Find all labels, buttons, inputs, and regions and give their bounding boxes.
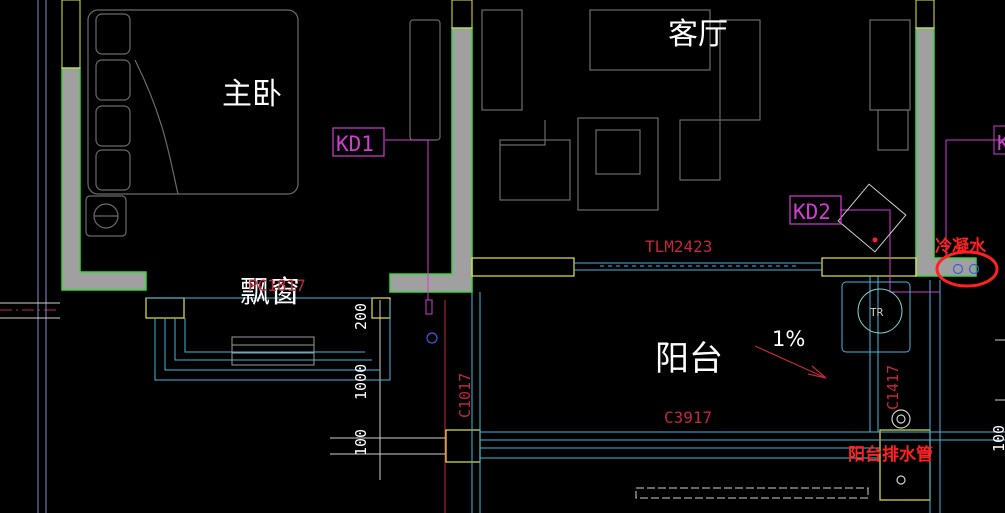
master-bedroom-walls [61, 0, 473, 293]
kd2-label: KD2 [793, 200, 831, 224]
dimension-200: 200 [352, 303, 370, 330]
c1417-label: C1417 [884, 365, 902, 410]
slope-arrow [754, 345, 827, 379]
bay-window-lines [146, 297, 391, 381]
dimension-100: 100 [352, 429, 370, 456]
condensate-annotation: 冷凝水 [935, 236, 987, 257]
slope-label: 1% [772, 327, 805, 351]
tlm2423-label: TLM2423 [645, 237, 712, 256]
bay-window-label: 飘窗 [240, 275, 300, 310]
kd3-label: K [997, 131, 1005, 155]
dimension-1000: 1000 [352, 364, 370, 400]
kd1-label: KD1 [336, 132, 374, 156]
sliding-door-lines [574, 262, 822, 271]
pc1817-label: PC1817 [248, 276, 306, 295]
kd1-tag: KD1 [332, 127, 385, 157]
c3917-label: C3917 [664, 408, 712, 427]
condensate-marker [935, 250, 999, 288]
right-edge-details [993, 125, 1005, 401]
condensate-pipes [385, 139, 1005, 315]
bedroom-furniture [85, 9, 299, 237]
tr-label: TR [870, 306, 884, 319]
dimension-lines [0, 300, 445, 480]
outdoor-unit [426, 183, 911, 485]
c1017-label: C1017 [456, 373, 474, 418]
axis-lines [0, 0, 446, 513]
living-room-furniture [409, 9, 911, 211]
balcony-drain-annotation: 阳台排水管 [848, 444, 933, 465]
balcony-rails [471, 276, 1005, 513]
living-room-label: 客厅 [668, 17, 728, 52]
kd2-tag: KD2 [789, 195, 842, 225]
balcony-label: 阳台 [655, 339, 723, 379]
dimension-right: 100 [990, 425, 1005, 452]
master-bedroom-label: 主卧 [222, 77, 282, 112]
